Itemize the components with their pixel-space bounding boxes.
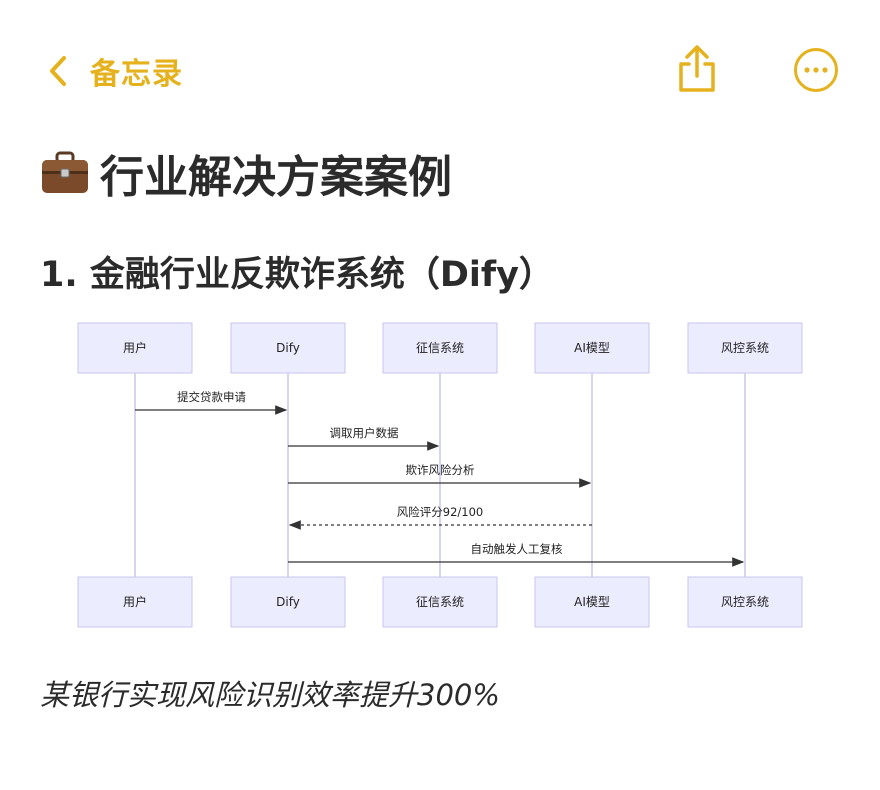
participant-label: Dify <box>276 341 300 355</box>
navigation-bar: 备忘录 <box>0 0 880 130</box>
participant-label: 风控系统 <box>721 595 769 609</box>
back-button-label: 备忘录 <box>90 57 183 92</box>
message-label: 自动触发人工复核 <box>471 542 563 556</box>
participant-label: 征信系统 <box>416 595 464 609</box>
participant-label: AI模型 <box>574 341 610 355</box>
more-options-icon[interactable] <box>793 47 839 93</box>
participant-label: 用户 <box>123 594 147 609</box>
participant-label: Dify <box>276 595 300 609</box>
participant-box-top <box>230 322 346 374</box>
participant-box-bottom <box>230 576 346 628</box>
note-title-text: 行业解决方案案例 <box>100 152 452 203</box>
participant-box-bottom <box>534 576 650 628</box>
note-title: 行业解决方案案例 <box>40 142 452 204</box>
participant-box-bottom <box>77 576 193 628</box>
message-label: 欺诈风险分析 <box>406 463 475 477</box>
participant-box-bottom <box>382 576 498 628</box>
section-heading: 1. 金融行业反欺诈系统（Dify） <box>40 255 554 295</box>
participant-box-top <box>687 322 803 374</box>
briefcase-icon <box>42 151 88 193</box>
participant-label: 用户 <box>123 340 147 355</box>
participant-box-bottom <box>687 576 803 628</box>
participant-box-top <box>534 322 650 374</box>
participant-label: 征信系统 <box>416 341 464 355</box>
back-button[interactable]: 备忘录 <box>48 48 183 94</box>
message-label: 风险评分92/100 <box>397 505 483 519</box>
participant-box-top <box>382 322 498 374</box>
result-caption: 某银行实现风险识别效率提升300% <box>40 678 500 712</box>
message-label: 调取用户数据 <box>330 426 399 440</box>
message-label: 提交贷款申请 <box>177 390 246 404</box>
chevron-left-icon <box>50 56 66 86</box>
share-icon[interactable] <box>673 42 721 96</box>
participant-box-top <box>77 322 193 374</box>
participant-label: 风控系统 <box>721 341 769 355</box>
participant-label: AI模型 <box>574 595 610 609</box>
